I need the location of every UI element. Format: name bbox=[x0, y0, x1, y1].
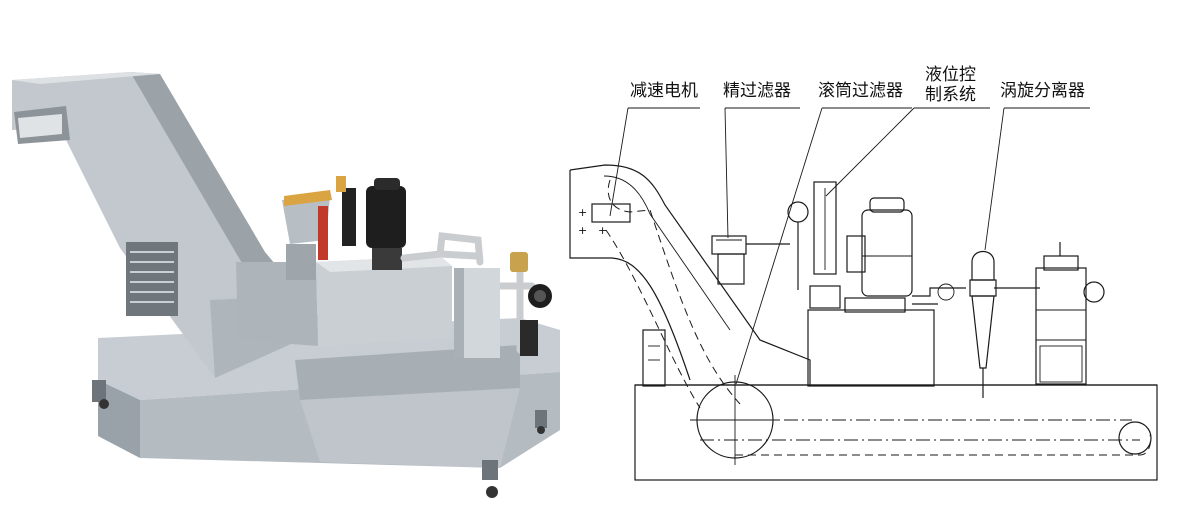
conveyor-outline: + + + bbox=[569, 164, 811, 385]
callout-cyclone-separator-label: 涡旋分离器 bbox=[1000, 81, 1085, 101]
pump-motor bbox=[336, 176, 406, 270]
schematic-diagram: + + + bbox=[569, 65, 1158, 481]
svg-text:+: + bbox=[578, 206, 587, 219]
callout-cyclone-separator: 涡旋分离器 bbox=[984, 81, 1090, 251]
drum-filter-unit bbox=[282, 190, 332, 280]
callout-drum-filter: 滚筒过滤器 bbox=[735, 81, 912, 385]
drum-circle bbox=[690, 375, 1152, 465]
callout-fine-filter-label: 精过滤器 bbox=[723, 81, 791, 101]
base-tank-outline bbox=[634, 384, 1158, 481]
callout-level-control: 液位控 制系统 bbox=[825, 65, 990, 197]
callout-level-control-label-2: 制系统 bbox=[925, 85, 976, 105]
pump-motor-outline bbox=[846, 197, 913, 297]
cyclone-column bbox=[454, 252, 552, 358]
product-photo bbox=[12, 72, 560, 498]
callout-fine-filter: 精过滤器 bbox=[723, 81, 800, 239]
clean-tank-outline bbox=[807, 297, 935, 387]
callout-drum-filter-label: 滚筒过滤器 bbox=[818, 81, 903, 101]
callout-reducer-motor-label: 减速电机 bbox=[630, 81, 698, 101]
svg-text:+: + bbox=[578, 224, 587, 237]
callout-reducer-motor: 减速电机 bbox=[609, 81, 700, 217]
callout-level-control-label-1: 液位控 bbox=[925, 65, 976, 85]
fine-filter-outline bbox=[711, 235, 790, 285]
clean-tank bbox=[236, 256, 452, 346]
cyclone-separator-outline bbox=[969, 250, 997, 398]
schematic-piping bbox=[912, 283, 1040, 305]
leveler-left bbox=[642, 329, 666, 387]
right-filter-assembly bbox=[1035, 242, 1105, 385]
svg-text:+: + bbox=[598, 224, 607, 237]
level-control-column bbox=[787, 181, 841, 309]
conveyor-chain-path bbox=[605, 179, 1152, 456]
